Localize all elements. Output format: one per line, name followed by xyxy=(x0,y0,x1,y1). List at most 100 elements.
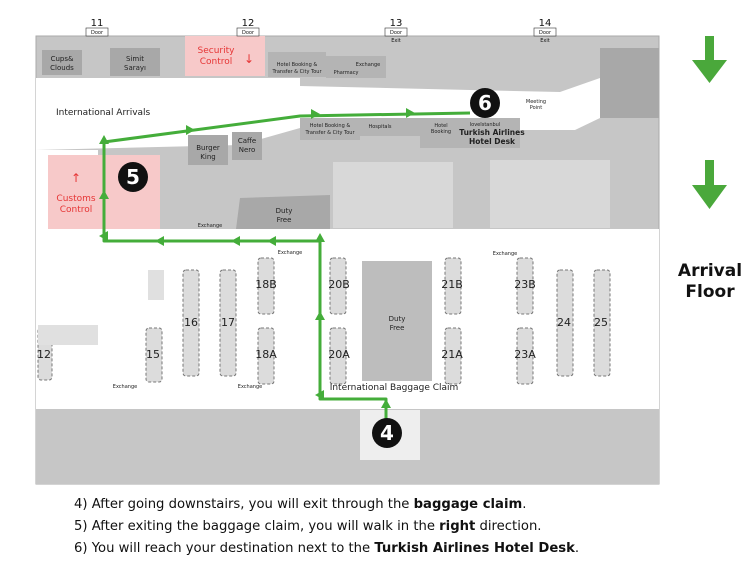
shop-simit-line1: Simit xyxy=(126,55,144,63)
instruction-5-post: direction. xyxy=(475,519,542,534)
customs-line2: Control xyxy=(60,205,93,215)
baggage-carousel-15: 15 xyxy=(145,327,163,383)
duty-free-center-line2: Free xyxy=(390,324,405,332)
instruction-5: 5) After exiting the baggage claim, you … xyxy=(74,516,744,538)
carousel-belt xyxy=(219,269,237,377)
route-arrow xyxy=(186,125,195,135)
instruction-6-post: . xyxy=(574,541,580,556)
carousel-label: 25 xyxy=(594,316,608,329)
baggage-carousel-23A: 23A xyxy=(514,327,536,385)
door-box xyxy=(236,27,260,37)
carousel-belt xyxy=(556,269,574,377)
security-line1: Security xyxy=(198,46,236,56)
carousel-label: 16 xyxy=(184,316,198,329)
shop-hotel-booking-1-line2: Transfer & City Tour xyxy=(271,69,322,75)
route-step-4: 4 xyxy=(372,418,402,448)
door-number: 14 xyxy=(539,18,552,29)
exchange-label-4: Exchange xyxy=(113,384,137,390)
carousel-label: 23B xyxy=(514,278,536,291)
baggage-carousel-21B: 21B xyxy=(441,257,463,315)
route-arrow xyxy=(315,390,324,400)
carousel-belt xyxy=(444,257,462,315)
door-label: Door xyxy=(242,30,255,36)
door-label: Door xyxy=(91,30,104,36)
route-markers: 4 5 6 xyxy=(118,88,500,448)
route-arrow xyxy=(315,311,325,320)
shop-hotel-booking-3-line1: Hotel xyxy=(434,123,447,129)
turkish-airlines-hotel-desk xyxy=(420,118,520,148)
door-box xyxy=(85,27,109,37)
baggage-carousel-17: 17 xyxy=(219,269,237,377)
door-box xyxy=(533,27,557,37)
carousel-label: 20A xyxy=(328,348,350,361)
security-arrow: ↓ xyxy=(244,52,254,66)
side-arrow-bottom xyxy=(692,160,727,209)
carousel-belt xyxy=(444,327,462,385)
carousel-label: 17 xyxy=(221,316,235,329)
carousel-belt xyxy=(257,327,275,385)
carousel-belt xyxy=(329,257,347,315)
shop-exchange-top: Exchange xyxy=(356,62,380,68)
instruction-6: 6) You will reach your destination next … xyxy=(74,538,744,560)
baggage-carousel-20A: 20A xyxy=(328,327,350,385)
shop-loveistanbul: loveIstanbul xyxy=(470,122,501,128)
baggage-carousel-25: 25 xyxy=(593,269,611,377)
arrival-floor-line1: Arrival xyxy=(677,261,743,281)
route-step-number: 6 xyxy=(478,91,492,115)
route-step-circle xyxy=(372,418,402,448)
carousel-belt xyxy=(329,327,347,385)
meeting-point-line2: Point xyxy=(530,105,542,111)
arrival-floor-line2: Floor xyxy=(685,282,735,302)
carousel-label: 18B xyxy=(255,278,277,291)
instruction-list: 4) After going downstairs, you will exit… xyxy=(74,494,744,560)
route-step-circle xyxy=(470,88,500,118)
duty-free-center-line1: Duty xyxy=(389,315,406,323)
side-arrow-top xyxy=(692,36,727,83)
carousel-label: 15 xyxy=(146,348,160,361)
restroom-block-1 xyxy=(333,162,453,228)
door-exit-label: Exit xyxy=(540,38,550,44)
meeting-point-area xyxy=(600,48,659,118)
door-label: Door xyxy=(390,30,403,36)
instruction-6-pre: 6) You will reach your destination next … xyxy=(74,541,375,556)
instruction-4-bold: baggage claim xyxy=(413,497,523,512)
side-arrow-top-head xyxy=(692,60,727,83)
carousel-label: 24 xyxy=(557,316,571,329)
arrival-floor-label: Arrival Floor xyxy=(668,261,750,303)
route-line xyxy=(102,111,471,420)
route-arrow xyxy=(315,233,325,242)
route-arrow xyxy=(406,108,415,118)
shop-cups-clouds-line1: Cups& xyxy=(51,55,74,63)
door-number: 11 xyxy=(91,18,104,29)
baggage-carousel-21A: 21A xyxy=(441,327,463,385)
carousel-label: 12 xyxy=(37,348,51,361)
shop-caffe-nero-line1: Caffe xyxy=(238,137,256,145)
side-arrow-top-shaft xyxy=(705,36,714,64)
duty-free-small-line1: Duty xyxy=(276,207,293,215)
instruction-5-pre: 5) After exiting the baggage claim, you … xyxy=(74,519,440,534)
security-control-area xyxy=(185,36,265,76)
instruction-4-post: . xyxy=(522,497,527,512)
route-arrow xyxy=(99,190,109,199)
carousel-label: 20B xyxy=(328,278,350,291)
route-step-6: 6 xyxy=(470,88,500,118)
route-arrow xyxy=(155,236,164,246)
instruction-4: 4) After going downstairs, you will exit… xyxy=(74,494,744,516)
route-step-number: 4 xyxy=(380,421,394,445)
instruction-6-bold: Turkish Airlines Hotel Desk xyxy=(374,541,575,556)
shop-cups-clouds xyxy=(42,50,82,75)
route-arrow xyxy=(311,109,320,119)
carousel-belt xyxy=(516,257,534,315)
route-step-5: 5 xyxy=(118,162,148,192)
international-arrivals-label: International Arrivals xyxy=(56,108,151,118)
route-arrow xyxy=(381,399,391,408)
customs-line1: Customs xyxy=(56,194,95,204)
shop-hospitals xyxy=(360,118,420,136)
carousel-belt xyxy=(516,327,534,385)
shop-hotel-booking-1 xyxy=(268,52,326,77)
baggage-carousel-18A: 18A xyxy=(255,327,277,385)
